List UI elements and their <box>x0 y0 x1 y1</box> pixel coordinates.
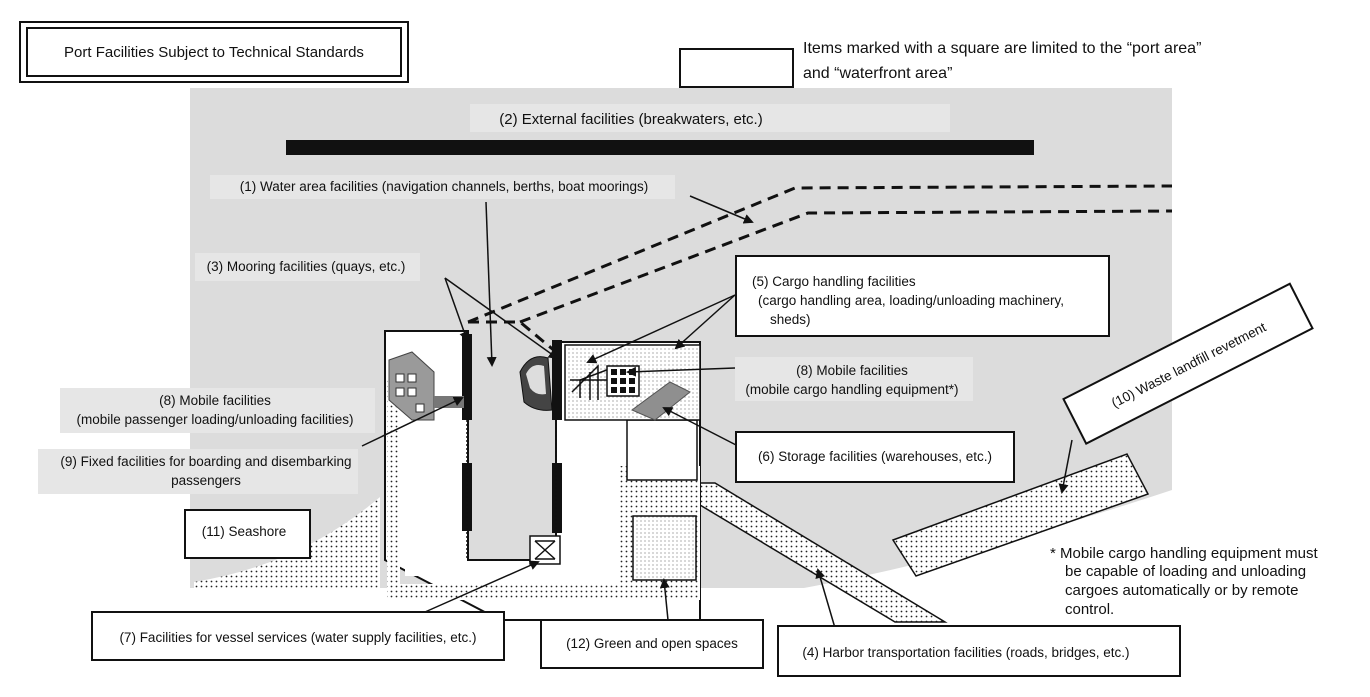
water-area-facilities-label: (1) Water area facilities (navigation ch… <box>240 179 648 194</box>
title-box-inner <box>26 27 402 77</box>
cargo-handling-label-3: sheds) <box>770 312 811 327</box>
external-label-bg <box>470 104 950 132</box>
passenger-terminal-icon <box>388 351 435 421</box>
quay-right-lower <box>552 463 562 533</box>
mobile-cargo-label-bg <box>735 357 973 401</box>
seashore-area <box>194 497 380 588</box>
navigation-channel-edge <box>519 209 1173 324</box>
quay-left-upper <box>462 334 472 420</box>
vessel-services-box <box>91 611 505 661</box>
crane-icon <box>570 364 613 400</box>
note-line-3: cargoes automatically or by remote <box>1065 582 1298 599</box>
water-area-label-bg <box>210 175 675 199</box>
note-line-4: control. <box>1065 601 1114 618</box>
green-open-space <box>632 515 697 581</box>
mobile-passenger-label-bg <box>60 388 375 433</box>
fixed-boarding-label-2: passengers <box>171 473 241 488</box>
cargo-handling-label-1: (5) Cargo handling facilities <box>752 274 916 289</box>
storage-facilities-label: (6) Storage facilities (warehouses, etc.… <box>758 449 992 464</box>
page-title: Port Facilities Subject to Technical Sta… <box>64 44 364 61</box>
ship-icon <box>519 356 553 411</box>
legend-text-line1: Items marked with a square are limited t… <box>803 40 1201 57</box>
external-facilities-label: (2) External facilities (breakwaters, et… <box>499 111 762 128</box>
navigation-channel <box>467 184 1173 324</box>
seashore-label: (11) Seashore <box>202 524 287 539</box>
waste-landfill-area <box>891 453 1150 577</box>
note-line-2: be capable of loading and unloading <box>1065 563 1306 580</box>
note-line-1: * Mobile cargo handling equipment must <box>1050 545 1318 562</box>
cargo-yard <box>626 419 698 481</box>
vessel-services-label: (7) Facilities for vessel services (wate… <box>119 630 476 645</box>
quay-right-upper <box>552 340 562 420</box>
cargo-handling-label-2: (cargo handling area, loading/unloading … <box>758 293 1064 308</box>
warehouse-icon <box>631 381 691 421</box>
mobile-cargo-label-2: (mobile cargo handling equipment*) <box>745 382 958 397</box>
breakwater <box>286 140 1034 155</box>
fixed-boarding-label-1: (9) Fixed facilities for boarding and di… <box>60 454 351 469</box>
water-supply-icon <box>529 535 561 565</box>
harbor-transport-label: (4) Harbor transportation facilities (ro… <box>802 645 1129 660</box>
leader-lines <box>361 195 1073 629</box>
seashore-box <box>184 509 311 559</box>
fixed-boarding-label-bg <box>38 449 358 494</box>
legend-square <box>679 48 794 88</box>
mobile-passenger-label-2: (mobile passenger loading/unloading faci… <box>77 412 354 427</box>
cargo-handling-box <box>735 255 1110 337</box>
legend-text-line2: and “waterfront area” <box>803 65 952 82</box>
mooring-label-bg <box>195 253 420 281</box>
green-spaces-box <box>540 619 764 669</box>
harbor-transport-box <box>777 625 1181 677</box>
pier-outline <box>466 420 557 561</box>
mobile-cargo-equipment-icon <box>606 365 640 397</box>
mobile-passenger-label-1: (8) Mobile facilities <box>159 393 271 408</box>
storage-box <box>735 431 1015 483</box>
green-spaces-label: (12) Green and open spaces <box>566 636 738 651</box>
gangway <box>434 396 464 408</box>
mobile-cargo-label-1: (8) Mobile facilities <box>796 363 908 378</box>
mooring-facilities-label: (3) Mooring facilities (quays, etc.) <box>207 259 406 274</box>
